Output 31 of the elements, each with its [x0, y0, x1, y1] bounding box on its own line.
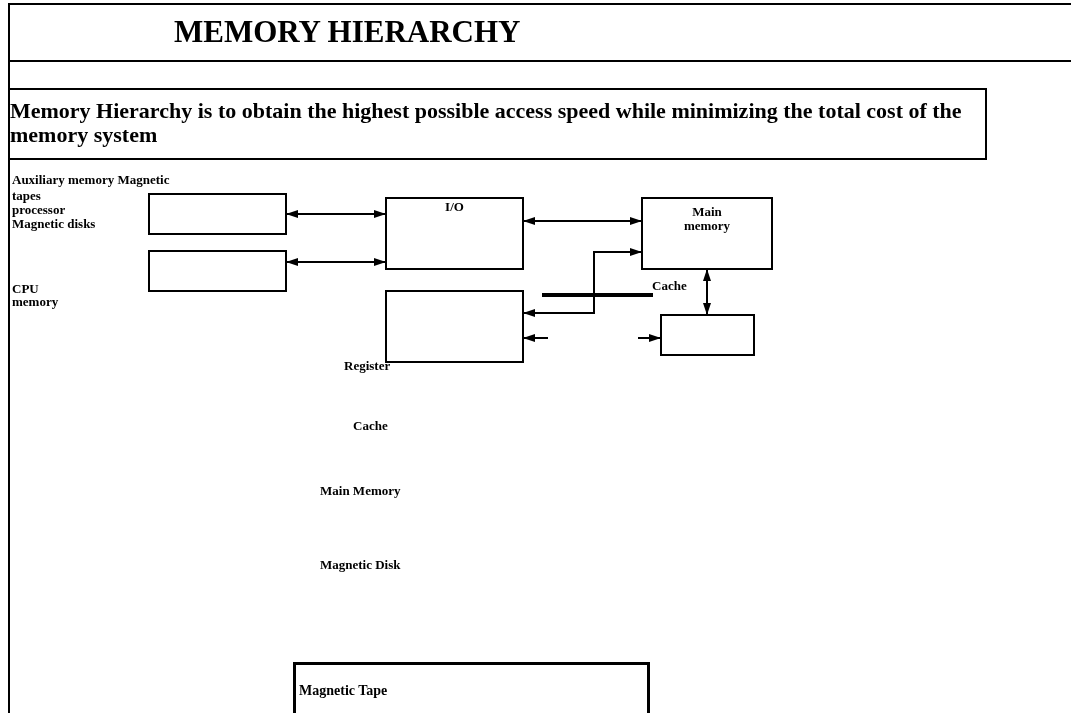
text-label: tapes [12, 189, 41, 202]
box-text: Main memory [682, 203, 732, 234]
text-label: Main Memory [320, 484, 401, 497]
arrow [286, 258, 386, 266]
empty-box [660, 314, 755, 356]
arrow [523, 248, 642, 317]
text-box [8, 88, 987, 160]
arrow [703, 269, 711, 315]
box-text: I/O [445, 199, 464, 215]
empty-box [148, 193, 287, 235]
arrow [286, 210, 386, 218]
text-label: Magnetic disks [12, 217, 96, 230]
text-label: processor [12, 203, 66, 216]
empty-box [385, 290, 524, 363]
text-label: Cache [353, 419, 388, 432]
text-label: memory [12, 295, 59, 308]
arrow [637, 334, 661, 342]
text-label: Cache [652, 279, 687, 292]
text-label: CPU [12, 282, 39, 295]
text-label: Magnetic Disk [320, 558, 401, 571]
empty-box [148, 250, 287, 292]
text-box [293, 662, 650, 713]
text-label: Auxiliary memory Magnetic [12, 173, 170, 186]
text-label: Register [344, 359, 391, 372]
arrow [523, 334, 549, 342]
box-text: Memory Hierarchy is to obtain the highest possible access speed while minimizing the total cost of the memory system [10, 97, 963, 148]
arrow [523, 217, 642, 225]
box-text: Magnetic Tape [298, 682, 388, 699]
slide-title: MEMORY HIERARCHY [174, 14, 521, 50]
text-box [641, 197, 773, 270]
text-box [385, 197, 524, 270]
